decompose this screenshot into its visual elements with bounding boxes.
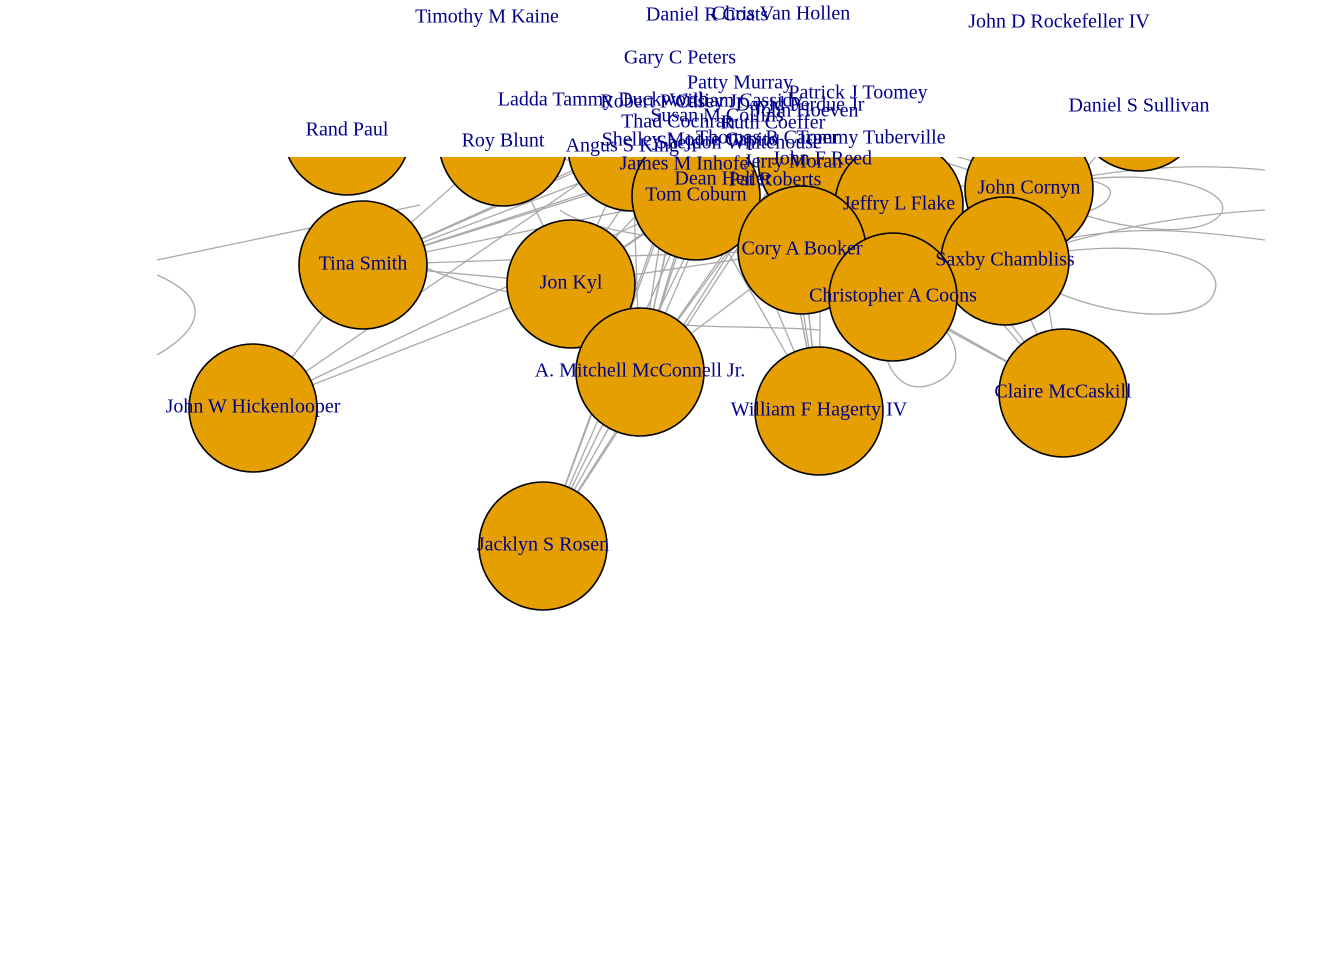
node-label-shelley-moore-capito: Shelley Moore Capito (602, 129, 779, 151)
node-label-chris-van-hollen: Chris Van Hollen (712, 3, 851, 25)
node-label-angus-s-king-jr: Angus S King Jr (566, 135, 699, 157)
edge-loop-john-cornyn (1028, 176, 1224, 231)
node-label-thomas-r-carper: Thomas R Carper (696, 127, 839, 149)
node-william-f-hagerty-iv (754, 346, 884, 476)
node-a-mitchell-mcconnell-jr (575, 307, 705, 437)
node-label-william-f-hagerty-iv: William F Hagerty IV (731, 399, 908, 421)
node-label-gary-c-peters: Gary C Peters (624, 47, 736, 69)
node-label-ladda-tammy-duckworth: Ladda Tammy Duckworth (498, 89, 708, 111)
node-label-rand-paul: Rand Paul (306, 119, 389, 141)
node-label-robert-p-casey-jr: Robert P Casey Jr (600, 91, 743, 113)
node-label-james-m-inhofe: James M Inhofe (620, 153, 749, 175)
node-daniel-s-sullivan (1097, 157, 1181, 172)
node-label-john-hoeven: John Hoeven (754, 100, 859, 122)
node-label-daniel-k-coats: Daniel R Coats (646, 4, 768, 26)
node-label-timothy-m-kaine: Timothy M Kaine (415, 6, 559, 28)
node-tom-coburn (631, 157, 761, 261)
node-label-a-mitchell-mcconnell-jr: A. Mitchell McConnell Jr. (535, 360, 746, 382)
edge-offscreen-left-loop (157, 274, 196, 356)
node-christopher-a-coons (828, 232, 958, 362)
node-label-dean-heller: Dean Heller (674, 168, 772, 190)
node-label-john-cornyn: John Cornyn (978, 177, 1081, 199)
node-label-cory-a-booker: Cory A Booker (741, 238, 862, 260)
node-tina-smith (298, 200, 428, 330)
node-label-thad-cochran: Thad Cochran (621, 111, 735, 133)
node-jon-kyl (506, 219, 636, 349)
node-roy-blunt (439, 157, 567, 207)
node-label-jerry-moran: Jerry Moran (744, 151, 842, 173)
node-label-roy-blunt: Roy Blunt (462, 130, 545, 152)
node-label-john-w-hickenlooper: John W Hickenlooper (166, 396, 341, 418)
node-label-jacklyn-s-rosen: Jacklyn S Rosen (477, 534, 609, 556)
edge-john-w-hickenlooper--angus-s-king-jr (252, 157, 619, 409)
node-label-susan-m-collins: Susan M Collins (650, 105, 784, 127)
edge-offscreen-right-3 (1059, 229, 1265, 241)
node-label-ruth-coeffer: Ruth Coeffer (721, 112, 826, 134)
node-label-tina-smith: Tina Smith (319, 253, 408, 275)
node-label-daniel-s-sullivan: Daniel S Sullivan (1068, 95, 1209, 117)
node-label-john-d-rockefeller-iv: John D Rockefeller IV (968, 11, 1150, 33)
node-label-tom-coburn: Tom Coburn (645, 184, 746, 206)
node-label-patty-murray: Patty Murray (687, 72, 793, 94)
edge-loop-saxby-chambliss (1004, 247, 1217, 315)
node-label-tommy-tuberville: Tommy Tuberville (796, 127, 945, 149)
node-label-jeffry-l-flake: Jeffry L Flake (843, 193, 955, 215)
node-jacklyn-s-rosen (478, 481, 608, 611)
node-claire-mccaskill (998, 328, 1128, 458)
node-layer (188, 157, 1181, 611)
node-label-william-cassidy: William Cassidy (669, 90, 802, 112)
node-rand-paul (287, 157, 407, 196)
node-label-jack-reed: John F Reed (772, 148, 872, 170)
node-label-jon-kyl: Jon Kyl (540, 272, 603, 294)
node-label-christopher-a-coons: Christopher A Coons (809, 285, 977, 307)
node-label-sheldon-whitehouse: Sheldon Whitehouse (656, 132, 822, 154)
node-label-david-perdue-jr: David Perdue Jr (736, 94, 865, 116)
node-label-claire-mccaskill: Claire McCaskill (994, 381, 1132, 403)
node-label-saxby-chambliss: Saxby Chambliss (935, 249, 1075, 271)
node-label-pat-roberts: Pat Roberts (729, 169, 822, 191)
node-label-patrick-j-toomey: Patrick J Toomey (788, 82, 927, 104)
node-john-w-hickenlooper (188, 343, 318, 473)
